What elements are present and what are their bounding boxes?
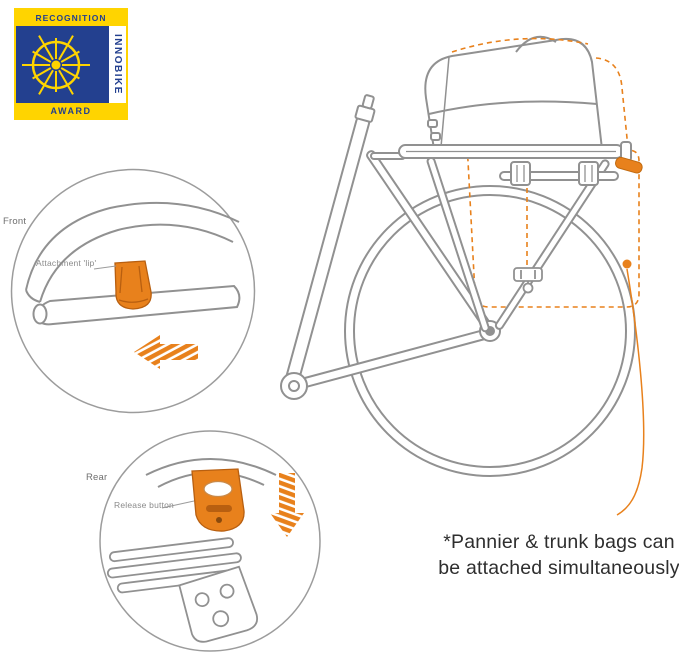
rail-lever	[615, 156, 643, 174]
badge-recognition-label: RECOGNITION	[35, 13, 107, 23]
annotation-leader-line	[93, 265, 117, 270]
trunk-bag-outline	[451, 37, 629, 149]
note-line-2: be attached simultaneously	[438, 557, 679, 580]
rear-label: Rear	[86, 472, 108, 483]
arrow-down-icon	[270, 473, 304, 537]
front-attachment-callout	[10, 168, 256, 414]
bike-wheel-icon	[22, 35, 90, 95]
release-button-label: Release button	[114, 500, 174, 510]
pannier-hook	[510, 161, 531, 186]
release-button	[191, 468, 245, 532]
innobike-award-badge: RECOGNITION	[14, 8, 128, 120]
rack-underside	[106, 537, 258, 643]
badge-art	[16, 26, 109, 103]
bag-underside	[25, 201, 240, 303]
note-line-1: *Pannier & trunk bags can	[443, 531, 675, 553]
pannier-callout-line	[616, 259, 645, 516]
attachment-lip	[114, 260, 152, 310]
arrow-left-icon	[134, 335, 198, 369]
lower-mount-hook	[513, 267, 543, 294]
badge-award-label: AWARD	[50, 105, 92, 116]
pannier-hook	[578, 161, 599, 186]
bike-frame	[280, 94, 501, 400]
rear-release-callout	[99, 430, 321, 652]
mounting-bracket	[178, 565, 258, 643]
note-text: *Pannier & trunk bags can be attached si…	[437, 529, 679, 582]
trunk-bag	[424, 35, 604, 150]
badge-innobike-label: INNOBIKE	[109, 26, 126, 103]
attachment-lip-label: Attachment 'lip'	[36, 258, 97, 268]
rear-wheel	[344, 185, 636, 477]
rear-rack	[370, 141, 632, 333]
annotation-leader-line	[161, 500, 195, 509]
front-label: Front	[3, 216, 27, 227]
bag-handle	[515, 35, 557, 53]
